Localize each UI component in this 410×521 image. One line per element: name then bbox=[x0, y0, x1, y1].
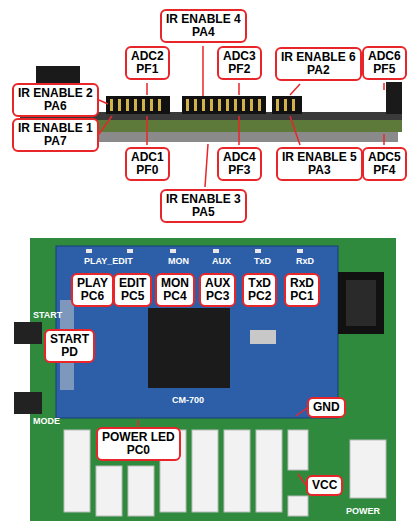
connectors bbox=[64, 430, 386, 516]
callout-box: ADC4PF3 bbox=[217, 147, 262, 181]
signal-name: ADC5 bbox=[368, 151, 401, 164]
pin-name: PA4 bbox=[166, 26, 241, 39]
pin-name: PF3 bbox=[223, 164, 256, 177]
signal-name: GND bbox=[313, 401, 340, 414]
callout-box: PLAYPC6 bbox=[71, 273, 114, 307]
pin-header bbox=[182, 96, 266, 114]
switch-rocker bbox=[346, 280, 376, 326]
leader-lines bbox=[99, 46, 384, 187]
pin-name: PA2 bbox=[281, 64, 356, 77]
signal-name: TxD bbox=[248, 277, 271, 290]
callout-box: IR ENABLE 1PA7 bbox=[12, 118, 99, 152]
callout-box: VCC bbox=[306, 475, 343, 496]
callout-box: ADC3PF2 bbox=[217, 46, 262, 80]
callout-box: POWER LEDPC0 bbox=[96, 427, 181, 461]
signal-name: MON bbox=[161, 277, 189, 290]
silkscreen-label: RxD bbox=[296, 256, 314, 266]
pin-name: PA3 bbox=[282, 164, 357, 177]
callout-box: EDITPC5 bbox=[113, 273, 152, 307]
signal-name: IR ENABLE 3 bbox=[166, 193, 241, 206]
callout-box: AUXPC3 bbox=[199, 273, 236, 307]
callout-box: ADC5PF4 bbox=[362, 147, 407, 181]
signal-name: ADC6 bbox=[368, 50, 401, 63]
power-switch bbox=[338, 272, 384, 334]
callout-box: IR ENABLE 2PA6 bbox=[12, 83, 99, 117]
controller-board bbox=[56, 246, 338, 418]
callout-box: STARTPD bbox=[44, 329, 95, 363]
callout-box: ADC1PF0 bbox=[125, 147, 170, 181]
callout-box: GND bbox=[307, 397, 346, 418]
header-pins bbox=[110, 99, 295, 111]
signal-name: START bbox=[50, 333, 89, 346]
signal-name: ADC2 bbox=[131, 50, 164, 63]
silkscreen-label: PLAY_EDIT bbox=[84, 256, 133, 266]
signal-name: RxD bbox=[290, 277, 314, 290]
callout-box: ADC2PF1 bbox=[125, 46, 170, 80]
pin-name: PF5 bbox=[368, 63, 401, 76]
callout-box: IR ENABLE 5PA3 bbox=[276, 147, 363, 181]
signal-name: IR ENABLE 5 bbox=[282, 151, 357, 164]
status-leds bbox=[86, 249, 303, 253]
signal-name: IR ENABLE 6 bbox=[281, 51, 356, 64]
pin-name: PC6 bbox=[77, 290, 108, 303]
audio-jack bbox=[386, 82, 402, 114]
pin-name: PA7 bbox=[18, 135, 93, 148]
silkscreen-label: CM-700 bbox=[172, 395, 204, 405]
signal-name: ADC4 bbox=[223, 151, 256, 164]
signal-name: IR ENABLE 1 bbox=[18, 122, 93, 135]
signal-name: IR ENABLE 4 bbox=[166, 13, 241, 26]
pin-name: PC2 bbox=[248, 290, 271, 303]
pin-name: PC5 bbox=[119, 290, 146, 303]
pin-name: PF0 bbox=[131, 164, 164, 177]
pin-header bbox=[272, 96, 302, 114]
signal-name: ADC1 bbox=[131, 151, 164, 164]
signal-name: EDIT bbox=[119, 277, 146, 290]
silkscreen-label: AUX bbox=[212, 256, 231, 266]
start-button bbox=[14, 322, 42, 344]
signal-name: ADC3 bbox=[223, 50, 256, 63]
signal-name: VCC bbox=[312, 479, 337, 492]
signal-name: IR ENABLE 2 bbox=[18, 87, 93, 100]
silkscreen-label: MON bbox=[168, 256, 189, 266]
pin-name: PC0 bbox=[102, 444, 175, 457]
pin-name: PD bbox=[50, 346, 89, 359]
pin-name: PA5 bbox=[166, 206, 241, 219]
silkscreen-label: MODE bbox=[33, 416, 60, 426]
silkscreen-label: POWER bbox=[346, 506, 380, 516]
pin-name: PA6 bbox=[18, 100, 93, 113]
pin-name: PF1 bbox=[131, 63, 164, 76]
base-pcb bbox=[30, 238, 396, 521]
pin-name: PC3 bbox=[205, 290, 230, 303]
callout-box: RxDPC1 bbox=[284, 273, 320, 307]
callout-box: ADC6PF5 bbox=[362, 46, 407, 80]
callout-box: IR ENABLE 3PA5 bbox=[160, 189, 247, 223]
pin-name: PC4 bbox=[161, 290, 189, 303]
pin-name: PF2 bbox=[223, 63, 256, 76]
crystal bbox=[250, 330, 276, 344]
callout-box: IR ENABLE 4PA4 bbox=[160, 9, 247, 43]
signal-name: POWER LED bbox=[102, 431, 175, 444]
callout-box: MONPC4 bbox=[155, 273, 195, 307]
signal-name: PLAY bbox=[77, 277, 108, 290]
pin-name: PF4 bbox=[368, 164, 401, 177]
callout-box: IR ENABLE 6PA2 bbox=[275, 47, 362, 81]
silkscreen-label: START bbox=[33, 310, 62, 320]
mode-button bbox=[14, 392, 42, 414]
signal-name: AUX bbox=[205, 277, 230, 290]
silkscreen-label: TxD bbox=[254, 256, 271, 266]
microcontroller bbox=[148, 308, 230, 388]
pin-header bbox=[106, 96, 170, 114]
callout-box: TxDPC2 bbox=[242, 273, 277, 307]
pin-name: PC1 bbox=[290, 290, 314, 303]
